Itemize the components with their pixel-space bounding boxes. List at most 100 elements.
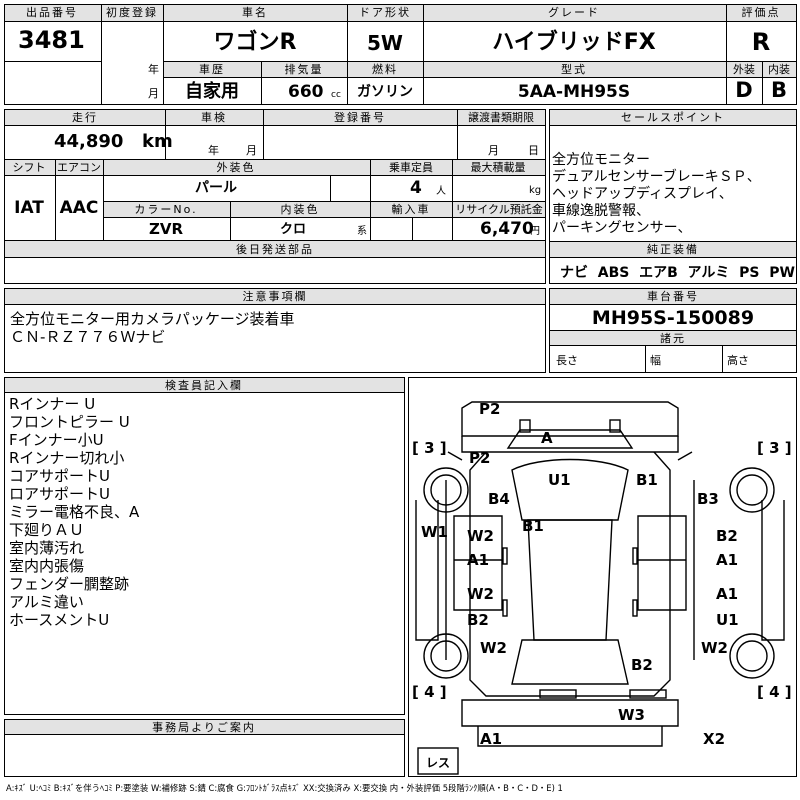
mark-x2-bottom: X2 <box>703 730 726 748</box>
notes-text: 全方位モニター用カメラパッケージ装着車 ＣＮ-ＲＺ７７６Ｗナビ <box>10 310 295 346</box>
notes-label: 注意事項欄 <box>242 290 308 303</box>
car-name: ワゴンR <box>213 30 297 55</box>
tire-fl <box>423 467 469 513</box>
tire-tread-rl: [ 4 ] <box>412 683 447 701</box>
tires <box>423 467 775 679</box>
mark-u1: U1 <box>548 471 571 489</box>
vehicle-summary-table <box>4 4 797 105</box>
inspector-box <box>4 377 405 715</box>
shift-label: シフト <box>12 161 46 174</box>
exterior-grade: D <box>735 78 753 102</box>
fuel-label: 燃料 <box>372 63 398 76</box>
tire-tread-fr: [ 3 ] <box>757 439 792 457</box>
mileage-label: 走行 <box>72 111 98 124</box>
mark-w2-rr-wheel: W2 <box>701 639 728 657</box>
width-label: 幅 <box>650 354 661 367</box>
inspection-year-unit: 年 <box>208 144 219 157</box>
mark-p2-side: P2 <box>469 449 491 467</box>
rating-value: R <box>751 28 771 56</box>
inspector-line: 室内内張傷 <box>9 557 85 575</box>
equipment-item: PS <box>739 265 760 281</box>
first-reg-year-unit: 年 <box>148 63 159 76</box>
equipment-item: エアB <box>639 265 678 281</box>
tire-tread-rr-value: 4 <box>769 683 780 701</box>
spare-tire-frame <box>417 747 459 775</box>
fuel-value: ガソリン <box>357 84 413 100</box>
grade-value: ハイブリッドFX <box>492 30 656 55</box>
model-label: 型式 <box>561 63 587 76</box>
displacement-label: 排気量 <box>284 63 324 76</box>
mark-a-windshield: A <box>541 429 553 447</box>
mark-b3: B3 <box>697 490 719 508</box>
color-no-value: ZVR <box>148 220 184 238</box>
mark-b1-center: B1 <box>522 517 544 535</box>
chassis-label: 車台番号 <box>647 290 699 303</box>
notes-box <box>4 288 546 373</box>
tire-tread-fl: [ 3 ] <box>412 439 447 457</box>
inspection-month-unit: 月 <box>246 144 257 157</box>
tire-rr <box>729 633 775 679</box>
transfer-month-unit: 月 <box>488 144 499 157</box>
color-value: パール <box>195 180 237 196</box>
inspector-line: フロントピラー U <box>9 413 130 431</box>
mark-b2-rear: B2 <box>631 656 653 674</box>
side-panels <box>415 500 785 641</box>
first-reg-month-unit: 月 <box>148 87 159 100</box>
load-label: 最大積載量 <box>470 161 526 174</box>
sales-points-box <box>549 109 797 284</box>
inspector-notes: Rインナー U フロントピラー U Fインナー小U Rインナー切れ小 コアサポー… <box>9 395 139 629</box>
tire-tread-fl-value: 3 <box>424 439 435 457</box>
ac-value: AAC <box>59 198 99 218</box>
mark-u1-rr: U1 <box>716 611 739 629</box>
sales-point-line: デュアルセンサーブレーキＳＰ、 <box>552 169 761 185</box>
equipment-item: PW <box>769 265 795 281</box>
tire-fr <box>729 467 775 513</box>
height-label: 高さ <box>727 354 749 367</box>
inspector-line: Fインナー小U <box>9 431 104 449</box>
int-color-unit: 系 <box>357 226 367 237</box>
car-diagram <box>415 401 785 775</box>
car-name-label: 車名 <box>242 6 268 19</box>
notes-line: ＣＮ-ＲＺ７７６Ｗナビ <box>10 328 166 346</box>
mark-b2-lr: B2 <box>467 611 489 629</box>
int-color-value: クロ <box>279 222 307 237</box>
legend-text: A:ｷｽﾞ U:ﾍｺﾐ B:ｷｽﾞを伴うﾍｺﾐ P:要塗装 W:補修跡 S:錆 … <box>6 783 563 793</box>
specs-label: 諸元 <box>660 332 686 345</box>
registration-table <box>4 109 546 284</box>
inspector-line: 室内薄汚れ <box>9 539 85 557</box>
sales-points-list: 全方位モニター デュアルセンサーブレーキＳＰ、 ヘッドアップディスプレイ、 車線… <box>552 152 761 237</box>
mark-a1-rf-upper: A1 <box>716 551 739 569</box>
sales-point-line: ヘッドアップディスプレイ、 <box>552 186 733 202</box>
lot-number: 3481 <box>18 26 85 54</box>
office-notice-box <box>4 719 405 777</box>
length-label: 長さ <box>556 354 578 367</box>
model-value: 5AA-MH95S <box>517 82 631 102</box>
door-label: ドア形状 <box>359 6 411 19</box>
inspector-line: Rインナー切れ小 <box>9 449 125 467</box>
exterior-label: 外装 <box>733 63 755 76</box>
mark-w2-lf-upper: W2 <box>467 527 494 545</box>
displacement-value: 660 <box>288 82 324 102</box>
first-reg-label: 初度登録 <box>106 6 158 19</box>
inspector-line: アルミ違い <box>9 593 84 611</box>
tire-tread-fr-value: 3 <box>769 439 780 457</box>
equipment-label: 純正装備 <box>647 243 699 256</box>
equipment-list: ナビ ABS エアB アルミ PS PW <box>560 262 795 282</box>
grade-label: グレード <box>548 6 600 19</box>
capacity-value: 4 <box>410 178 422 198</box>
tire-tread-rl-value: 4 <box>424 683 435 701</box>
sales-point-line: パーキングセンサー、 <box>552 220 692 236</box>
rating-label: 評価点 <box>741 6 781 19</box>
notes-line: 全方位モニター用カメラパッケージ装着車 <box>10 310 295 328</box>
interior-grade: B <box>770 78 788 102</box>
tire-rl <box>423 633 469 679</box>
transfer-day-unit: 日 <box>528 144 539 157</box>
load-unit: kg <box>529 185 542 196</box>
inspector-line: コアサポートU <box>9 467 110 485</box>
shift-value: IAT <box>14 198 44 218</box>
inspector-label: 検査員記入欄 <box>165 379 243 392</box>
capacity-unit: 人 <box>436 186 446 197</box>
lot-label: 出品番号 <box>26 6 78 19</box>
inspector-line: 下廻りＡＵ <box>9 521 85 539</box>
mark-w2-lr: W2 <box>467 585 494 603</box>
